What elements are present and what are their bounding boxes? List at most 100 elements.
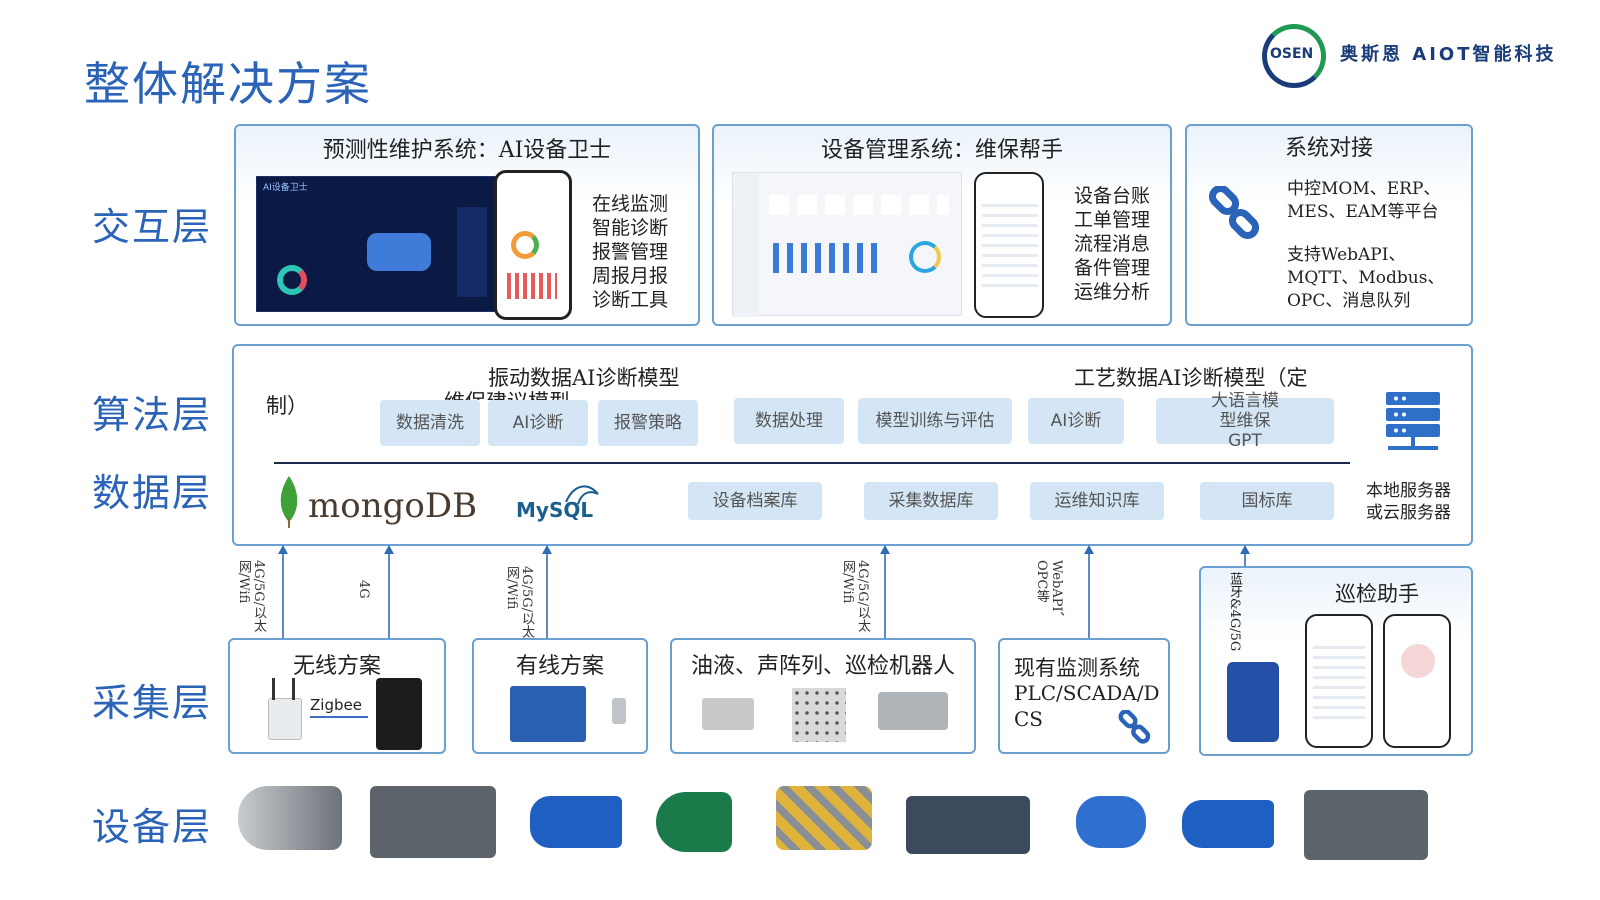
inspection-title: 巡检助手	[1335, 582, 1419, 606]
link-label: 蓝牙&4G/5G	[1227, 572, 1242, 652]
oil-acoustic-robot-panel: 油液、声阵列、巡检机器人	[670, 638, 976, 754]
chip-llm-gpt: 大语言模型维保GPT	[1156, 391, 1334, 451]
centrifugal-pump-icon	[1182, 800, 1274, 848]
mysql-logo: MySQL	[516, 498, 594, 522]
link-label: WebAPI、OPC等	[1034, 560, 1064, 625]
link-label: 4G/5G/以太网/Wifi	[236, 560, 266, 633]
chip-model-training: 模型训练与评估	[858, 398, 1012, 444]
layer-label-algorithm: 算法层	[92, 393, 213, 437]
skid-unit-icon	[1304, 790, 1428, 860]
equipment-panel-title: 设备管理系统：维保帮手	[820, 138, 1063, 163]
dashboard-screenshot: AI设备卫士	[256, 176, 496, 312]
wireless-title: 无线方案	[292, 654, 381, 679]
feature-item: 备件管理	[1074, 257, 1151, 279]
link-icon	[1205, 184, 1265, 250]
server-label: 本地服务器或云服务器	[1366, 481, 1451, 523]
process-model-title: 工艺数据AI诊断模型（定	[1074, 366, 1308, 390]
gauge-icon	[511, 231, 539, 259]
chip-collection-db: 采集数据库	[864, 482, 998, 520]
feature-item: 诊断工具	[592, 289, 669, 311]
feature-item: 在线监测	[592, 193, 669, 215]
link-label: 4G	[356, 580, 371, 599]
electric-motor-icon	[1076, 796, 1146, 848]
predictive-panel-title: 预测性维护系统：AI设备卫士	[322, 138, 612, 163]
inspection-assistant-panel: 蓝牙&4G/5G 巡检助手	[1199, 566, 1473, 756]
layer-label-collection: 采集层	[92, 681, 213, 725]
system-integration-panel: 系统对接 中控MOM、ERP、MES、EAM等平台 支持WebAPI、MQTT、…	[1185, 124, 1473, 326]
oil-sensor-icon	[702, 698, 754, 730]
vibration-model-title: 振动数据AI诊断模型	[488, 366, 680, 390]
zigbee-arrow	[310, 716, 368, 718]
skid-unit-icon	[370, 786, 496, 858]
chip-data-processing: 数据处理	[734, 398, 844, 444]
layer-label-interaction: 交互层	[92, 205, 213, 249]
feature-item: 设备台账	[1074, 185, 1151, 207]
zigbee-label: Zigbee	[310, 696, 362, 714]
web-dashboard-screenshot	[732, 172, 962, 317]
link-label: 4G/5G/以太网/Wifi	[504, 566, 534, 639]
page-title: 整体解决方案	[84, 57, 372, 111]
pump-model-icon	[367, 233, 431, 271]
layer-divider	[274, 462, 1350, 464]
chip-equipment-archive: 设备档案库	[688, 482, 822, 520]
process-model-title-cont: 制）	[266, 394, 308, 418]
mobile-app-screenshot	[1305, 614, 1373, 748]
oil-title: 油液、声阵列、巡检机器人	[690, 654, 955, 679]
link-icon	[1116, 709, 1154, 752]
feature-item: 流程消息	[1074, 233, 1151, 255]
chip-national-standard: 国标库	[1200, 482, 1334, 520]
wireless-solution-panel: 无线方案 Zigbee	[228, 638, 446, 754]
dashboard-screen-title: AI设备卫士	[263, 183, 308, 193]
chip-om-knowledge: 运维知识库	[1030, 482, 1164, 520]
accelerometer-icon	[612, 698, 626, 724]
gearbox-icon	[776, 786, 872, 850]
predictive-feature-list: 在线监测 智能诊断 报警管理 周报月报 诊断工具	[592, 192, 668, 312]
chip-ai-diagnosis-2: AI诊断	[1028, 398, 1124, 444]
chip-data-cleaning: 数据清洗	[380, 400, 480, 446]
predictive-maintenance-panel: 预测性维护系统：AI设备卫士 AI设备卫士 在线监测 智能诊断 报警管理 周报月…	[234, 124, 700, 326]
existing-systems-text: PLC/SCADA/DCS	[1014, 681, 1160, 731]
mongodb-logo: mongoDB	[308, 486, 478, 526]
feature-item: 报警管理	[592, 241, 669, 263]
existing-system-panel: 现有监测系统 PLC/SCADA/DCS	[998, 638, 1170, 754]
wired-solution-panel: 有线方案	[472, 638, 648, 754]
equipment-management-panel: 设备管理系统：维保帮手 设备台账 工单管理 流程消息 备件管理 运维分析	[712, 124, 1172, 326]
ring-chart-icon	[909, 241, 941, 273]
integration-panel-title: 系统对接	[1284, 136, 1373, 161]
compressor-unit-icon	[906, 796, 1030, 854]
feature-item: 运维分析	[1074, 281, 1151, 303]
maintenance-advice-model-title: 维保建议模型	[444, 386, 570, 400]
equipment-feature-list: 设备台账 工单管理 流程消息 备件管理 运维分析	[1074, 184, 1150, 304]
handheld-collector-icon	[1227, 662, 1279, 742]
mongodb-leaf-icon	[276, 474, 302, 532]
mobile-app-screenshot	[494, 170, 572, 320]
wired-title: 有线方案	[515, 654, 604, 679]
donut-widget-icon	[277, 265, 307, 295]
mobile-app-screenshot	[1383, 614, 1451, 748]
algorithm-data-panel: 振动数据AI诊断模型 维保建议模型 工艺数据AI诊断模型（定 制） 数据清洗 A…	[232, 344, 1473, 546]
wireless-gateway-icon	[268, 698, 302, 740]
logo-text: 奥斯恩 AIOT智能科技	[1340, 44, 1557, 65]
integration-protocols-text: 支持WebAPI、MQTT、Modbus、OPC、消息队列	[1287, 245, 1445, 311]
logo-ring-icon	[1262, 24, 1326, 88]
feature-item: 智能诊断	[592, 217, 669, 239]
chip-ai-diagnosis: AI诊断	[488, 400, 588, 446]
feature-item: 工单管理	[1074, 209, 1151, 231]
layer-label-device: 设备层	[92, 805, 213, 849]
wireless-sensor-icon	[376, 678, 422, 750]
wired-collector-icon	[510, 686, 586, 742]
chip-alarm-strategy: 报警策略	[598, 400, 698, 446]
bar-chart-icon	[773, 243, 883, 273]
mobile-app-screenshot	[974, 172, 1044, 318]
inspection-robot-icon	[878, 692, 948, 730]
mysql-dolphin-icon	[564, 480, 600, 510]
blower-icon	[656, 792, 732, 852]
layer-label-data: 数据层	[92, 471, 213, 515]
existing-title: 现有监测系统	[1014, 656, 1140, 680]
centrifugal-pump-icon	[530, 796, 622, 848]
server-icon	[1384, 390, 1442, 458]
acoustic-array-icon	[792, 688, 846, 742]
logo-mark: OSEN	[1270, 46, 1314, 62]
link-label: 4G/5G/以太网/Wifi	[840, 560, 870, 633]
feature-item: 周报月报	[592, 265, 669, 287]
